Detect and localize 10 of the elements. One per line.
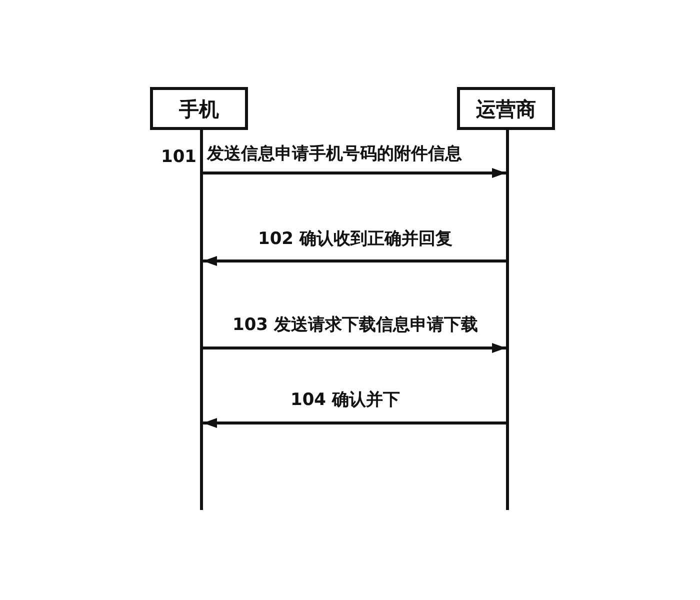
message-arrow [203, 168, 506, 178]
message-arrow [203, 418, 506, 428]
message-arrow [203, 256, 506, 266]
message-arrow [203, 343, 506, 353]
edge-label: 发送信息申请手机号码的附件信息 [205, 144, 464, 164]
lifeline [506, 130, 509, 510]
participant-box: 手机 [150, 87, 248, 130]
lifeline [200, 130, 203, 510]
participant-box: 运营商 [457, 87, 555, 130]
step-number: 101 [161, 147, 196, 167]
